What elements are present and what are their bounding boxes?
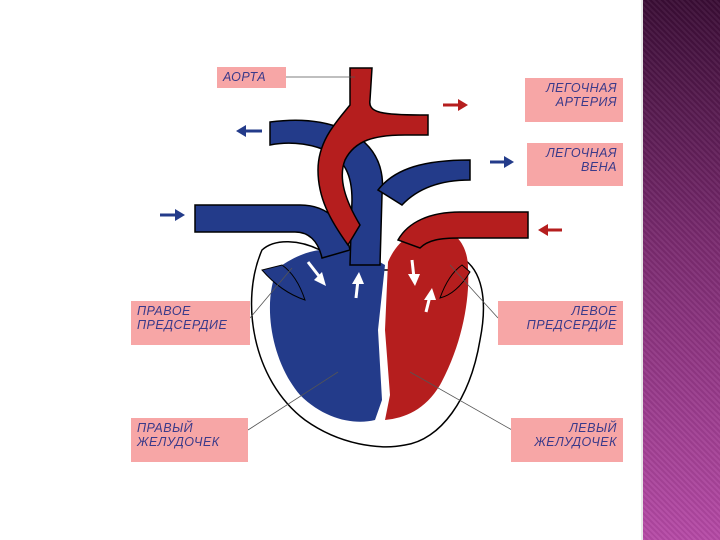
flow-arrow-right-ventricle <box>352 272 364 299</box>
aorta-vessel <box>317 67 429 247</box>
flow-arrow-left-ventricle <box>424 288 436 313</box>
left-atrium-ear <box>439 264 471 299</box>
flow-arrow-left-atrium <box>408 259 420 286</box>
pulmonary-vein-arrow <box>490 156 514 168</box>
upper-vena-cava-arrow <box>236 125 262 137</box>
label-aorta: АОРТА <box>217 67 286 88</box>
left-heart-chambers <box>385 227 469 420</box>
label-left-atrium: ЛЕВОЕ ПРЕДСЕРДИЕ <box>498 301 623 345</box>
left-inflow-arrow <box>538 224 562 236</box>
label-pulmonary-artery: ЛЕГОЧНАЯ АРТЕРИЯ <box>525 78 623 122</box>
flow-arrows <box>306 259 436 313</box>
label-right-atrium: ПРАВОЕ ПРЕДСЕРДИЕ <box>131 301 250 345</box>
label-right-ventricle: ПРАВЫЙ ЖЕЛУДОЧЕК <box>131 418 248 462</box>
heart-diagram <box>160 67 562 448</box>
vena-cava-tube <box>194 204 351 259</box>
flow-arrow-right-atrium <box>306 261 326 286</box>
right-atrium-ear <box>261 264 306 301</box>
pulmonary-artery-arrow <box>443 99 468 111</box>
left-inflow-tube <box>396 211 529 249</box>
leader-lines <box>247 76 513 431</box>
right-blue-vessel <box>376 159 471 206</box>
side-bar-divider <box>641 0 643 540</box>
decorative-side-bar <box>643 0 720 540</box>
label-pulmonary-vein: ЛЕГОЧНАЯ ВЕНА <box>527 143 623 186</box>
slide: АОРТА ЛЕГОЧНАЯ АРТЕРИЯ ЛЕГОЧНАЯ ВЕНА ПРА… <box>131 67 623 462</box>
label-left-ventricle: ЛЕВЫЙ ЖЕЛУДОЧЕК <box>511 418 623 462</box>
lower-vena-cava-arrow <box>160 209 185 221</box>
